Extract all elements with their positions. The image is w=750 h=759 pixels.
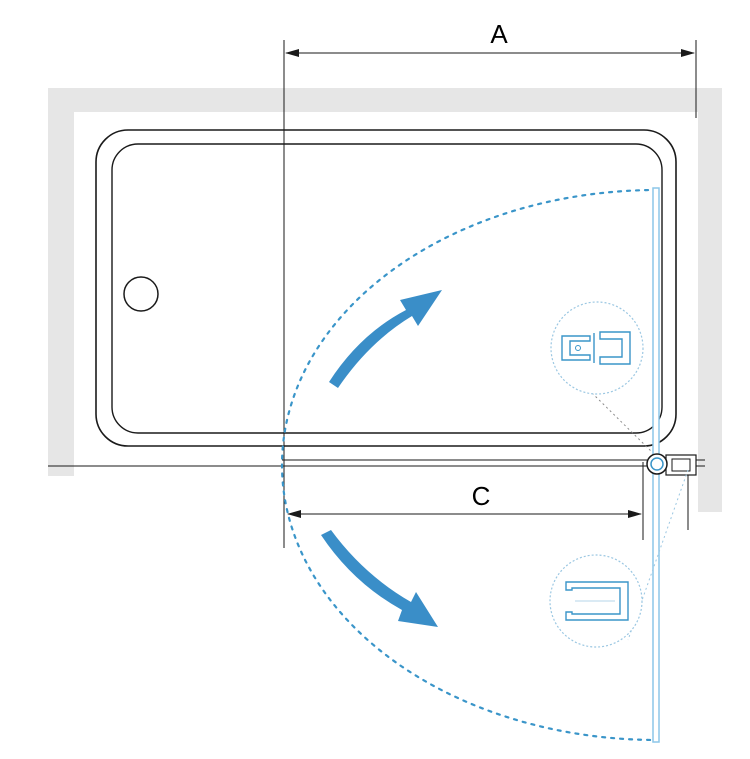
hinge-icon (646, 453, 697, 476)
curved-arrow-icon (321, 530, 438, 627)
dimension-c-label: C (472, 481, 491, 511)
profile-section-icon (550, 301, 644, 395)
bathtub-outer (95, 129, 677, 447)
profile-section-icon (549, 554, 643, 648)
detail-leader-top (591, 392, 653, 453)
curved-arrow-icon (329, 290, 442, 388)
drain-circle-icon (123, 276, 159, 312)
bathtub-inner (111, 143, 663, 434)
dimension-a-label: A (490, 19, 508, 49)
swing-path (280, 188, 659, 742)
